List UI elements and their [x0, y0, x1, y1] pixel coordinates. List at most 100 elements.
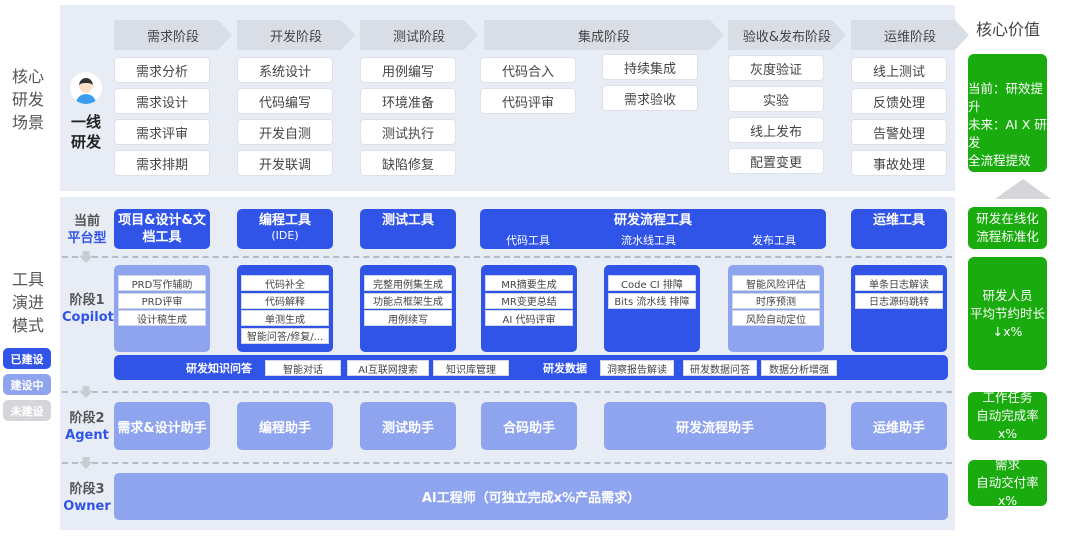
scene-item-rel: 配置变更 [728, 148, 824, 174]
value-top: 当前：研效提升未来：AI X 研发全流程提效 [968, 54, 1047, 172]
copilot-feature: 完整用例集生成 [364, 275, 452, 291]
label-agent: Agent [65, 428, 109, 443]
scene-item-int_a: 代码评审 [480, 88, 576, 114]
release-tools: 发布工具 [752, 234, 796, 247]
copilot-feature: 设计稿生成 [118, 310, 206, 326]
copilot-release: 智能风险评估时序预测风险自动定位 [728, 265, 824, 352]
platform-ops-tools: 运维工具 [851, 209, 947, 249]
line: 流程标准化 [976, 229, 1039, 244]
scene-item-req: 需求评审 [114, 119, 210, 145]
line: ↓x% [992, 323, 1023, 339]
copilot-feature: MR变更总结 [485, 292, 573, 309]
copilot-feature: 智能问答/修复/... [241, 327, 329, 344]
arrow-up-icon [995, 179, 1051, 199]
stage-testing: 测试阶段 [360, 20, 478, 50]
scene-item-test: 缺陷修复 [360, 150, 456, 176]
scene-item-dev: 开发自测 [237, 119, 333, 145]
platform-coding-tools: 编程工具(IDE) [237, 209, 333, 249]
stage-release: 验收&发布阶段 [728, 20, 846, 50]
agent-design: 需求&设计助手 [114, 402, 210, 450]
scene-item-dev: 代码编写 [237, 88, 333, 114]
scene-item-test: 环境准备 [360, 88, 456, 114]
scene-item-dev: 系统设计 [237, 57, 333, 83]
copilot-feature: 功能点框架生成 [364, 292, 452, 309]
scene-item-int_b: 需求验收 [602, 85, 698, 111]
knowledge-label: 研发知识问答 [186, 362, 252, 375]
copilot-feature: 单测生成 [241, 310, 329, 326]
copilot-feature: MR摘要生成 [485, 275, 573, 291]
scene-item-ops: 线上测试 [851, 57, 947, 83]
line: 研发人员 [982, 287, 1033, 303]
platform-testing-tools: 测试工具 [360, 209, 456, 249]
agent-coding: 编程助手 [237, 402, 333, 450]
tools-side-label: 工具演进模式 [11, 270, 44, 335]
stage-development: 开发阶段 [237, 20, 355, 50]
scene-item-int_a: 代码合入 [480, 57, 576, 83]
title: 研发流程工具 [613, 213, 692, 228]
value-platform: 研发在线化流程标准化 [968, 207, 1047, 249]
line: 需求 [994, 457, 1020, 472]
line: 工作任务 [982, 390, 1033, 405]
agent-testing: 测试助手 [360, 402, 456, 450]
copilot-feature: Bits 流水线 排障 [608, 292, 696, 309]
code-tools: 代码工具 [506, 234, 550, 247]
scene-item-rel: 灰度验证 [728, 55, 824, 81]
label-stage2: 阶段2 [69, 411, 105, 426]
copilot-feature: 用例续写 [364, 310, 452, 326]
scene-item-test: 用例编写 [360, 57, 456, 83]
scene-item-ops: 告警处理 [851, 119, 947, 145]
scene-item-int_b: 持续集成 [602, 54, 698, 80]
data-label: 研发数据 [543, 362, 587, 375]
scene-item-test: 测试执行 [360, 119, 456, 145]
value-stage1: 研发人员平均节约时长↓x% [968, 257, 1047, 370]
copilot-feature: 智能风险评估 [732, 275, 820, 291]
divider [62, 462, 952, 464]
platform-process-tools: 研发流程工具 代码工具 流水线工具 发布工具 [480, 209, 826, 249]
copilot-feature: AI 代码评审 [485, 310, 573, 326]
role-label: 一线研发 [70, 113, 101, 151]
copilot-feature: 单条日志解读 [855, 275, 943, 291]
label-stage3: 阶段3 [69, 482, 105, 497]
line: 全流程提效 [968, 153, 1031, 168]
copilot-feature: PRD评审 [118, 292, 206, 309]
knowledge-chip: AI互联网搜索 [347, 360, 429, 376]
legend-building: 建设中 [3, 374, 51, 395]
data-chip: 研发数据问答 [683, 360, 757, 376]
data-chip: 洞察报告解读 [600, 360, 674, 376]
copilot-testing: 完整用例集生成功能点框架生成用例续写 [360, 265, 456, 352]
platform-design-tools: 项目&设计&文档工具 [114, 209, 210, 249]
knowledge-chip: 知识库管理 [433, 360, 509, 376]
title: 测试工具 [381, 213, 434, 228]
ai-engineer: AI工程师（可独立完成x%产品需求） [114, 473, 948, 520]
value-title: 核心价值 [975, 20, 1040, 39]
value-stage3: 需求自动交付率x% [968, 457, 1047, 508]
copilot-feature: 风险自动定位 [732, 310, 820, 326]
label-copilot: Copilot [62, 310, 114, 325]
copilot-coding: 代码补全代码解释单测生成智能问答/修复/... [237, 265, 333, 352]
line: 当前：研效提升 [968, 81, 1044, 114]
scene-item-req: 需求分析 [114, 57, 210, 83]
copilot-feature: PRD写作辅助 [118, 275, 206, 291]
divider [62, 256, 952, 258]
scene-item-req: 需求设计 [114, 88, 210, 114]
agent-merge: 合码助手 [481, 402, 577, 450]
copilot-ops: 单条日志解读日志源码跳转 [851, 265, 947, 352]
scene-item-dev: 开发联调 [237, 150, 333, 176]
scenes-side-label: 核心研发场景 [11, 67, 44, 132]
copilot-feature: 代码补全 [241, 275, 329, 291]
legend-built: 已建设 [3, 348, 51, 369]
title: 项目&设计&文档工具 [118, 213, 206, 245]
legend-unbuilt: 未建设 [3, 400, 51, 421]
stage-requirements: 需求阶段 [114, 20, 232, 50]
subtitle: (IDE) [271, 229, 299, 242]
scene-item-req: 需求排期 [114, 150, 210, 176]
title: 编程工具 [258, 213, 311, 228]
label-stage1: 阶段1 [69, 293, 105, 308]
copilot-feature: 代码解释 [241, 292, 329, 309]
